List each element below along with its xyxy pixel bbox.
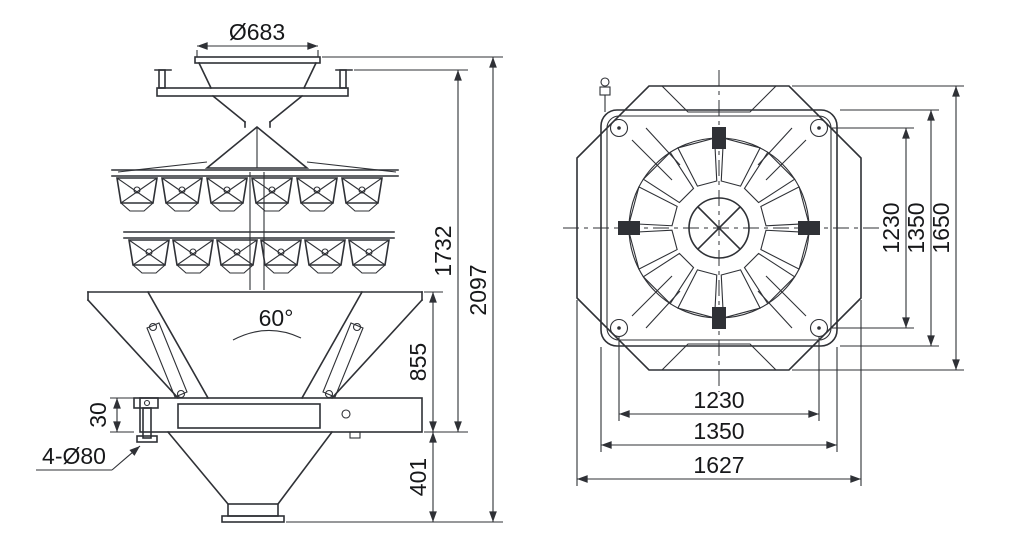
dim-plan-v-inner: 1230 [878, 202, 904, 253]
label-mount-holes: 4-Ø80 [42, 443, 106, 469]
clamp-left [618, 221, 640, 235]
front-inlet-hopper [194, 56, 321, 128]
front-pool-hopper-ring [111, 169, 399, 212]
dim-overall-height: 2097 [465, 264, 491, 315]
front-dimensions: Ø683 60° 30 4-Ø80 855 401 1732 [36, 19, 503, 523]
front-view: Ø683 60° 30 4-Ø80 855 401 1732 [36, 19, 503, 523]
front-leveling-foot [133, 397, 159, 443]
front-top-frame [154, 69, 353, 97]
bolt-hole [609, 118, 629, 138]
plan-dimensions: 1230 1350 1650 1230 1350 1627 [576, 85, 964, 486]
bolt-hole [809, 318, 829, 338]
plan-inlet-fitting [599, 77, 611, 112]
dim-base-plate: 30 [85, 402, 111, 428]
clamp-top [712, 127, 726, 149]
dim-frame-height: 1732 [430, 225, 456, 276]
dim-plan-v-middle: 1350 [903, 202, 929, 253]
bolt-hole [809, 118, 829, 138]
dim-cone-section-height: 855 [405, 343, 431, 381]
plan-centerlines [563, 70, 880, 392]
dim-plan-h-outer: 1627 [693, 452, 744, 478]
dim-plan-h-inner: 1230 [693, 387, 744, 413]
dim-plan-h-middle: 1350 [693, 418, 744, 444]
plan-hopper-ring [618, 127, 820, 329]
front-weigh-hopper-ring [123, 231, 395, 274]
front-discharge-cone [166, 430, 334, 523]
front-base-frame [133, 397, 423, 443]
front-dispersion-cone [117, 125, 397, 290]
front-collection-chute [86, 290, 424, 400]
dim-plan-v-outer: 1650 [928, 202, 954, 253]
plan-center-outlet [688, 197, 750, 259]
dim-cone-angle: 60° [259, 305, 294, 331]
bolt-hole [609, 318, 629, 338]
clamp-right [798, 221, 820, 235]
dim-top-diameter: Ø683 [229, 19, 285, 45]
dim-discharge-height: 401 [405, 458, 431, 496]
clamp-bottom [712, 307, 726, 329]
plan-view: 1230 1350 1650 1230 1350 1627 [563, 70, 964, 486]
